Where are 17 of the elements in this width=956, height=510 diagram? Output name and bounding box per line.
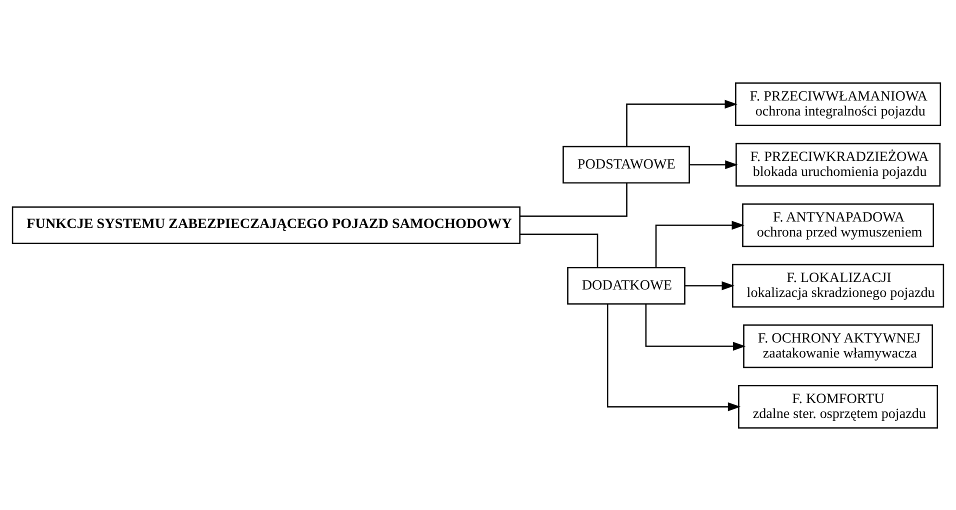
node-box: F. ANTYNAPADOWA ochrona przed wymuszeniem bbox=[742, 202, 934, 247]
node-box: F. PRZECIWWŁAMANIOWA ochrona integralności pojazdu bbox=[735, 82, 942, 126]
node-box: DODATKOWE bbox=[567, 266, 686, 304]
node-box: F. KOMFORTU zdalne ster. osprzętem pojazdu bbox=[738, 384, 938, 428]
node-box: FUNKCJE SYSTEMU ZABEZPIECZAJĄCEGO POJAZD SAMOCHODOWY bbox=[12, 206, 520, 244]
node-box: PODSTAWOWE bbox=[562, 145, 690, 184]
arrow bbox=[684, 280, 734, 290]
connector bbox=[520, 182, 628, 216]
connector bbox=[520, 233, 598, 267]
arrow bbox=[606, 304, 741, 411]
node-box: F. LOKALIZACJI lokalizacja skradzionego pojazdu bbox=[732, 263, 944, 308]
arrow bbox=[690, 160, 738, 169]
arrow bbox=[626, 99, 738, 146]
node-box: F. PRZECIWKRADZIEŻOWA blokada uruchomienia pojazdu bbox=[736, 142, 941, 186]
arrow bbox=[655, 220, 744, 268]
node-box: F. OCHRONY AKTYWNEJ zaatakowanie włamywacza bbox=[743, 324, 934, 368]
arrow bbox=[645, 303, 746, 350]
